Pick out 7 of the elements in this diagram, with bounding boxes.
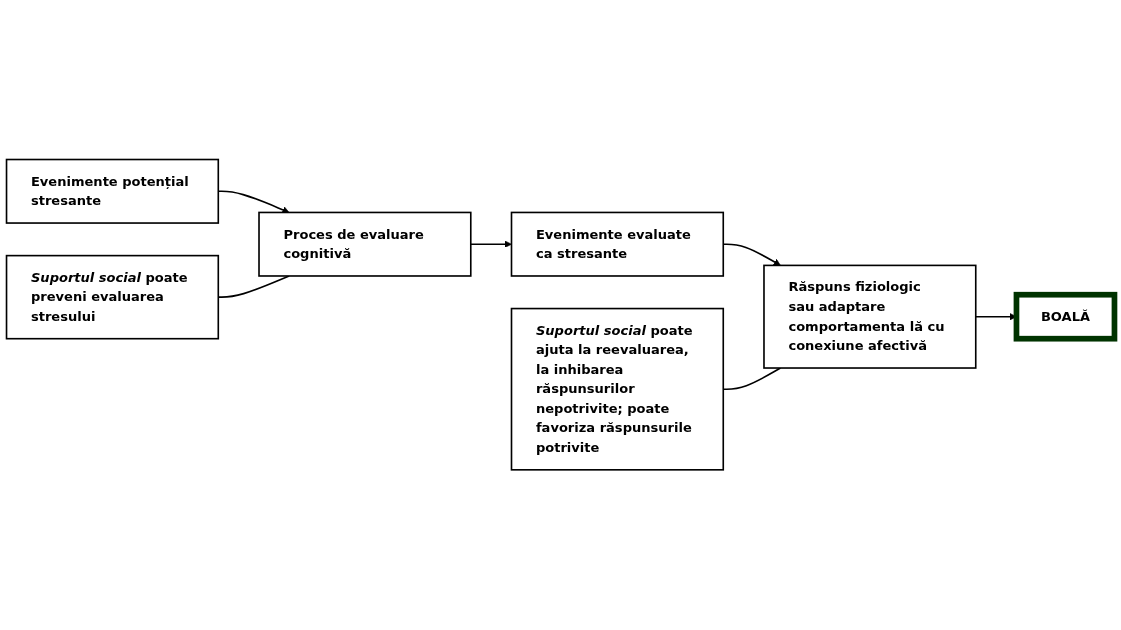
- node-box: Răspuns fiziologic sau adaptare comportamenta lă cu conexiune afectivă: [763, 264, 977, 370]
- node-box: Evenimente potențial stresante: [5, 159, 220, 225]
- node-box: Evenimente evaluate ca stresante: [510, 211, 725, 278]
- node-box: Suportul social poate preveni evaluarea stresului: [5, 255, 220, 340]
- node-box: Suportul social poate ajuta la reevaluarea, la inhibarea răspunsurilor nepotrivite; poate favoriza răspunsurile potrivite: [510, 308, 725, 471]
- node-box: BOALĂ: [1013, 292, 1118, 342]
- node-box: Proces de evaluare cognitivă: [258, 211, 472, 278]
